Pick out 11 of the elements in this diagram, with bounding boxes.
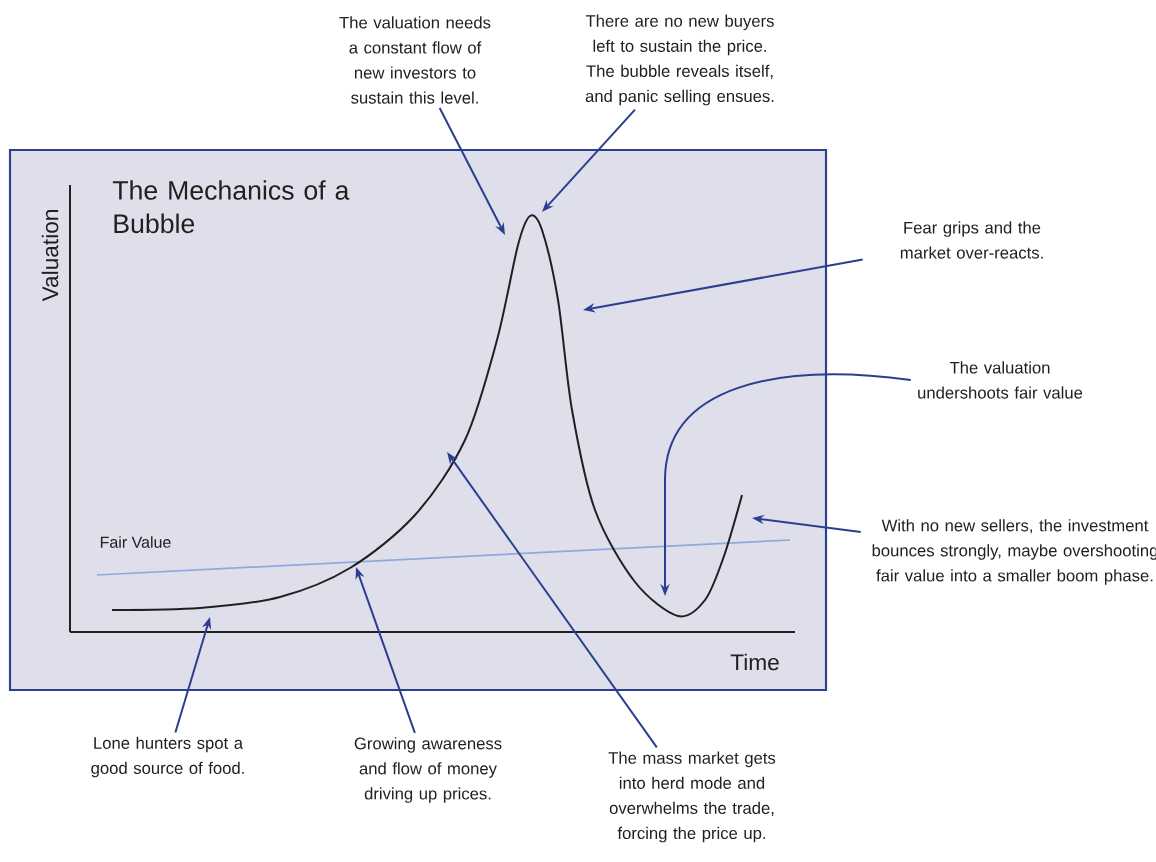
callout-text: Fear grips and the market over-reacts. bbox=[900, 221, 1043, 259]
axis-label: Valuation bbox=[41, 210, 59, 302]
callout-text: Lone hunters spot a good source of food. bbox=[91, 736, 244, 778]
chart-title: The Mechanics of a Bubble bbox=[112, 180, 350, 234]
callout-text: There are no new buyers left to sustain the price. The bubble reveals itself, and panic selling ensues. bbox=[585, 14, 774, 106]
callout-text: The valuation needs a constant flow of new investors to sustain this level. bbox=[339, 16, 491, 104]
callout-text: The mass market gets into herd mode and overwhelms the trade, forcing the price up. bbox=[608, 751, 776, 843]
callout-text: The valuation undershoots fair value bbox=[918, 361, 1083, 399]
line-label: Fair Value bbox=[100, 536, 171, 548]
axis-label: Time bbox=[730, 653, 779, 671]
callout-text: Growing awareness and flow of money driving up prices. bbox=[354, 737, 502, 803]
